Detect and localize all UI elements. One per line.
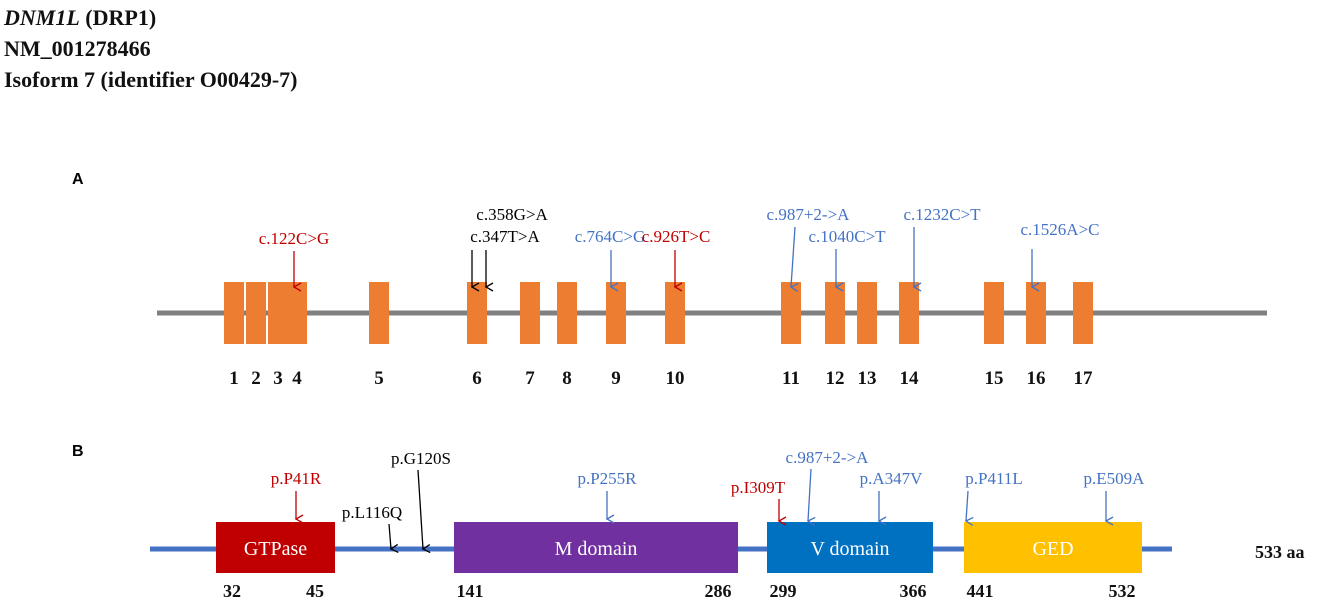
exon-number-4: 4	[292, 368, 302, 389]
domain-v-domain-name: V domain	[810, 538, 889, 560]
cdna-variant-label: c.1526A>C	[1021, 220, 1100, 239]
exon-2	[246, 282, 266, 344]
gene-title: DNM1L (DRP1)	[4, 2, 298, 33]
protein-variant-label: c.987+2->A	[786, 448, 870, 467]
exon-16	[1026, 282, 1046, 344]
protein-variant-label: p.P411L	[965, 469, 1022, 488]
protein-variant-label: p.E509A	[1084, 469, 1146, 488]
protein-variant-arrow	[417, 469, 431, 554]
exon-number-15: 15	[985, 368, 1004, 389]
domain-v-domain	[767, 522, 933, 573]
exon-number-13: 13	[858, 368, 877, 389]
protein-variant-group: p.P41R p.L116Q p.G120S p.P255R p.I309Tc.987+…	[271, 448, 1146, 554]
cdna-variant-arrow	[789, 226, 799, 292]
cdna-variant-label: c.1232C>T	[903, 205, 981, 224]
protein-variant-arrow	[806, 468, 816, 526]
exon-number-11: 11	[782, 368, 800, 389]
cdna-variant-label: c.347T>A	[470, 227, 540, 246]
protein-variant-arrow	[964, 490, 974, 526]
exon-5	[369, 282, 389, 344]
exon-number-14: 14	[900, 368, 920, 389]
domain-gtpase	[216, 522, 335, 573]
exon-11	[781, 282, 801, 344]
exon-9	[606, 282, 626, 344]
protein-variant-label: p.L116Q	[342, 503, 402, 522]
domain-v-domain-end: 366	[900, 581, 927, 601]
exon-12	[825, 282, 845, 344]
exon-3	[268, 282, 288, 344]
domain-ged	[964, 522, 1142, 573]
domain-gtpase-name: GTPase	[244, 538, 307, 560]
domain-m-domain-name: M domain	[555, 538, 638, 560]
exon-4	[287, 282, 307, 344]
gene-symbol: DNM1L	[4, 5, 80, 30]
exon-number-8: 8	[562, 368, 572, 389]
exon-10	[665, 282, 685, 344]
cdna-variant-label: c.926T>C	[642, 227, 711, 246]
exon-6	[467, 282, 487, 344]
figure-header: DNM1L (DRP1) NM_001278466 Isoform 7 (ide…	[4, 2, 298, 95]
domain-v-domain-start: 299	[770, 581, 797, 601]
domain-m-domain-end: 286	[705, 581, 732, 601]
exon-number-3: 3	[273, 368, 283, 389]
protein-variant-label: p.A347V	[860, 469, 924, 488]
domain-group: GTPase 32 45 M domain 141 286 V domain 299 366 GE…	[216, 522, 1142, 601]
exon-number-12: 12	[826, 368, 845, 389]
cdna-variant-label: c.358G>A	[476, 205, 548, 224]
protein-length-label: 533 aa	[1255, 542, 1305, 562]
exon-15	[984, 282, 1004, 344]
transcript-id: NM_001278466	[4, 36, 151, 61]
protein-variant-arrow	[388, 523, 399, 554]
protein-variant-label: p.P41R	[271, 469, 322, 488]
cdna-variant-group: c.122C>G c.358G>A c.347T>A c.764C>Gc.926T>C…	[259, 205, 1100, 292]
exon-number-6: 6	[472, 368, 482, 389]
cdna-variant-label: c.1040C>T	[808, 227, 886, 246]
domain-gtpase-end: 45	[306, 581, 324, 601]
domain-ged-end: 532	[1109, 581, 1136, 601]
exon-13	[857, 282, 877, 344]
exon-14	[899, 282, 919, 344]
panel-b-label: B	[72, 443, 84, 460]
exon-number-9: 9	[611, 368, 621, 389]
exon-7	[520, 282, 540, 344]
cdna-variant-label: c.122C>G	[259, 229, 330, 248]
exon-number-17: 17	[1074, 368, 1094, 389]
domain-ged-name: GED	[1032, 538, 1073, 560]
exon-1	[224, 282, 244, 344]
exon-number-1: 1	[229, 368, 239, 389]
cdna-variant-label: c.764C>G	[575, 227, 646, 246]
domain-m-domain	[454, 522, 738, 573]
protein-variant-label: p.G120S	[391, 449, 451, 468]
domain-m-domain-start: 141	[457, 581, 484, 601]
exon-number-10: 10	[666, 368, 685, 389]
exon-17	[1073, 282, 1093, 344]
cdna-variant-label: c.987+2->A	[767, 205, 851, 224]
gene-alias: (DRP1)	[79, 5, 157, 30]
exon-group	[224, 282, 1093, 344]
exon-number-5: 5	[374, 368, 384, 389]
protein-variant-label: p.I309T	[731, 478, 786, 497]
protein-variant-label: p.P255R	[577, 469, 637, 488]
exon-number-2: 2	[251, 368, 261, 389]
exon-number-7: 7	[525, 368, 535, 389]
domain-gtpase-start: 32	[223, 581, 241, 601]
exon-number-16: 16	[1027, 368, 1046, 389]
isoform-id: Isoform 7 (identifier O00429-7)	[4, 67, 298, 92]
domain-ged-start: 441	[967, 581, 994, 601]
panel-a-label: A	[72, 171, 84, 188]
exon-8	[557, 282, 577, 344]
